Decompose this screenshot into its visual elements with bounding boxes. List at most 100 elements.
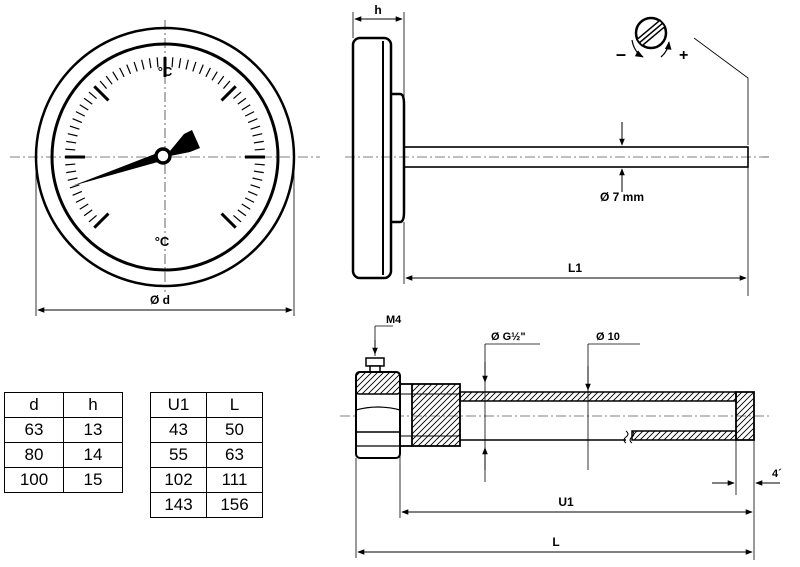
dial-minor-tick — [247, 118, 258, 124]
total-length-label: L — [552, 535, 559, 549]
dial-major-tick — [220, 85, 237, 102]
table-row: 55 63 — [150, 442, 263, 468]
dial-size-table: d h 63 13 80 14 100 15 — [4, 392, 123, 493]
dial-minor-tick — [211, 71, 218, 81]
table-cell: 63 — [206, 442, 263, 468]
table-row: 43 50 — [150, 417, 263, 443]
dial-minor-tick — [241, 203, 251, 210]
dial-minor-tick — [250, 125, 261, 130]
dial-minor-tick — [75, 197, 86, 203]
dial-minor-tick — [233, 214, 242, 223]
header-cell: U1 — [150, 392, 207, 418]
dial-minor-tick — [105, 75, 113, 85]
length-label: L1 — [568, 261, 582, 275]
thermowell-section-view: M4 Ø G½" Ø 10 — [340, 314, 782, 560]
dial-minor-tick — [185, 59, 189, 70]
dial-minor-tick — [66, 140, 77, 144]
sensor-stem — [403, 146, 749, 168]
dial-minor-tick — [233, 91, 242, 100]
dial-minor-tick — [254, 163, 265, 166]
dial-needle — [72, 130, 200, 186]
dial-minor-tick — [205, 67, 211, 78]
dial-minor-tick — [250, 184, 261, 189]
plus-label: + — [679, 47, 688, 64]
table-row: 143 156 — [150, 492, 263, 518]
dial-minor-tick — [247, 190, 258, 196]
table-cell: 102 — [150, 467, 207, 493]
dial-minor-tick — [253, 140, 264, 144]
table-header-row: U1 L — [150, 392, 263, 418]
dial-inner-bezel — [50, 42, 280, 272]
dial-minor-tick — [69, 125, 80, 130]
rotate-cw-arrow-icon — [660, 41, 672, 58]
table-cell: 63 — [4, 417, 64, 443]
case-front-rim — [351, 36, 393, 280]
dial-minor-tick — [65, 148, 76, 151]
dial-minor-tick — [126, 64, 132, 75]
dial-minor-tick — [217, 75, 225, 85]
side-view: h Ø 7 mm L1 — [345, 3, 770, 296]
table-cell: 50 — [206, 417, 263, 443]
insertion-label: U1 — [558, 495, 574, 509]
dial-minor-tick — [148, 58, 152, 69]
length-table: U1 L 43 50 55 63 102 111 143 156 — [150, 392, 263, 518]
dial-major-tick — [93, 85, 110, 102]
thread-section — [411, 383, 461, 447]
table-cell: 143 — [150, 492, 207, 518]
dial-minor-tick — [171, 57, 174, 68]
dial-front-view: °C °C Ø d — [10, 20, 320, 316]
dial-minor-tick — [65, 163, 76, 166]
table-row: 100 15 — [4, 467, 123, 493]
gap-label: 4´ — [772, 468, 782, 480]
dial-minor-tick — [72, 118, 83, 124]
table-cell: 55 — [150, 442, 207, 468]
dial-minor-tick — [244, 111, 255, 117]
dial-minor-tick — [244, 197, 255, 203]
header-cell: d — [4, 392, 64, 418]
dial-minor-tick — [67, 133, 78, 137]
dial-minor-tick — [141, 59, 145, 70]
table-cell: 156 — [206, 492, 263, 518]
dial-minor-tick — [83, 209, 93, 217]
table-cell: 13 — [63, 417, 123, 443]
dial-minor-tick — [83, 97, 93, 105]
dial-minor-tick — [99, 80, 108, 89]
dial-minor-tick — [119, 67, 125, 78]
dial-minor-tick — [69, 184, 80, 189]
dial-major-tick — [93, 212, 110, 229]
dial-minor-tick — [252, 177, 263, 181]
table-cell: 14 — [63, 442, 123, 468]
screw-head-icon — [634, 16, 668, 50]
well-tip — [735, 391, 755, 441]
dial-major-tick — [220, 212, 237, 229]
table-cell: 100 — [4, 467, 64, 493]
dial-minor-tick — [254, 148, 265, 151]
rotate-ccw-arrow-icon — [631, 39, 644, 58]
dial-minor-tick — [192, 61, 197, 72]
dial-scale-ticks — [65, 57, 265, 229]
dial-minor-tick — [133, 61, 138, 72]
adjustment-screw: – + — [616, 16, 688, 64]
thread-diameter-label: Ø G½" — [491, 331, 526, 343]
table-cell: 15 — [63, 467, 123, 493]
screw-label: M4 — [386, 314, 402, 326]
dial-minor-tick — [241, 104, 251, 111]
diameter-label: Ø d — [150, 293, 170, 307]
table-row: 80 14 — [4, 442, 123, 468]
table-cell: 80 — [4, 442, 64, 468]
dial-minor-tick — [67, 177, 78, 181]
table-cell: 43 — [150, 417, 207, 443]
dial-minor-tick — [79, 203, 89, 210]
dial-minor-tick — [237, 209, 247, 217]
minus-label: – — [616, 44, 626, 64]
height-label: h — [374, 3, 381, 17]
dial-minor-tick — [75, 111, 86, 117]
set-screw — [365, 357, 385, 367]
dial-minor-tick — [156, 57, 159, 68]
well-tube-upper-wall — [459, 391, 737, 402]
dial-unit-upper: °C — [158, 64, 173, 79]
dial-minor-tick — [222, 80, 231, 89]
outer-diameter-label: Ø 10 — [596, 331, 620, 343]
dial-minor-tick — [178, 58, 182, 69]
